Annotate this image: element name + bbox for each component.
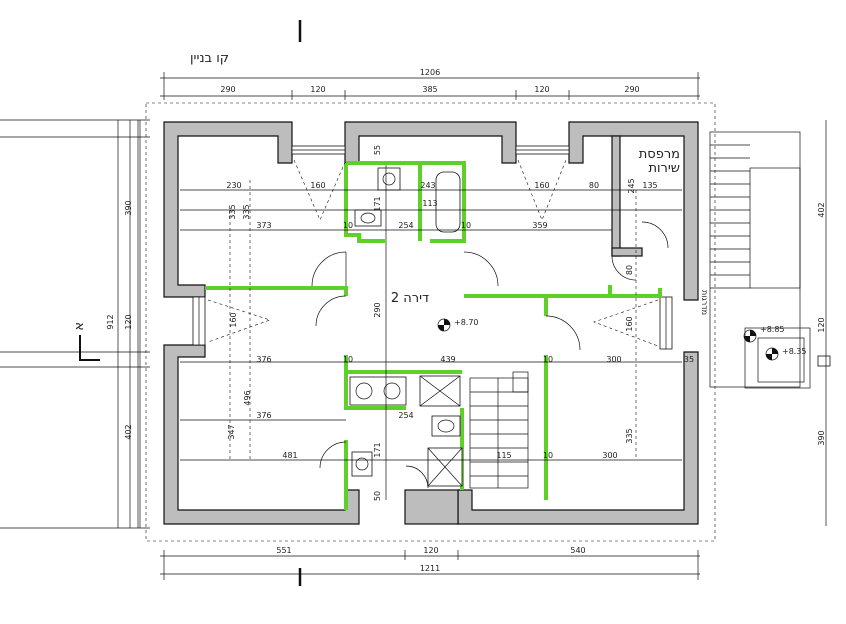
dim-300b: 300 [602,451,617,460]
dim-300a: 300 [606,355,621,364]
dim-10b: 10 [461,221,471,230]
dim-top-4: 120 [534,85,549,94]
dim-right-3: 390 [817,430,826,445]
dim-160b: 160 [534,181,549,190]
dim-55: 55 [373,145,382,155]
dim-bottom-3: 540 [570,546,585,555]
dim-113: 113 [422,199,437,208]
dimension-lines [117,72,827,580]
section-marker [79,20,302,586]
elevation-main: +8.70 [454,318,479,327]
dim-80a: 80 [589,181,599,190]
dim-bottom-total: 1211 [420,564,440,573]
stair-label: מדרגות [700,290,709,315]
dim-35: 35 [684,355,694,364]
elevation-markers [437,318,779,361]
doors [311,221,669,489]
dim-171b: 171 [373,442,382,457]
dim-right-2: 120 [817,317,826,332]
exterior-stairs [709,131,831,389]
dim-right-1: 402 [817,202,826,217]
elevation-b: +8.35 [782,347,807,356]
dim-439: 439 [440,355,455,364]
dim-160d: 160 [625,316,634,331]
dim-left-2: 120 [124,314,133,329]
dim-481: 481 [282,451,297,460]
dim-80b: 80 [625,265,634,275]
dim-335c: 335 [625,428,634,443]
measurement-lines [180,159,682,500]
dim-left-3: 402 [124,424,133,439]
dim-290: 290 [373,302,382,317]
dim-359: 359 [532,221,547,230]
dim-160a: 160 [310,181,325,190]
walls [163,121,699,525]
dim-bottom-2: 120 [423,546,438,555]
dim-left-1: 390 [124,200,133,215]
dim-10d: 10 [543,355,553,364]
interior-stairs [469,371,529,489]
dim-top-total: 1206 [420,68,440,77]
dim-10a: 10 [343,221,353,230]
windows [192,145,673,350]
dim-bottom-1: 551 [276,546,291,555]
dim-347: 347 [227,424,236,439]
dim-top-5: 290 [624,85,639,94]
apartment-label: דירה 2 [391,291,429,306]
dim-243: 243 [420,181,435,190]
building-line-outline [145,102,716,542]
dim-335a: 335 [228,204,237,219]
dim-496: 496 [243,390,252,405]
section-mark-label: א [72,322,87,331]
building-line-label: קו בניין [190,51,229,66]
dim-top-2: 120 [310,85,325,94]
dim-50: 50 [373,491,382,501]
dim-335b: 335 [242,204,251,219]
dim-10c: 10 [343,355,353,364]
dim-10e: 10 [543,451,553,460]
elevation-a: +8.85 [760,325,785,334]
dim-376b: 376 [256,411,271,420]
dim-115: 115 [496,451,511,460]
service-balcony-label-2: שירות [648,161,680,176]
dim-376a: 376 [256,355,271,364]
dim-top-3: 385 [422,85,437,94]
left-adjacent-structure [0,119,150,529]
fixtures [349,167,463,487]
dim-135: 135 [642,181,657,190]
dim-245: 245 [627,178,636,193]
dim-230: 230 [226,181,241,190]
dim-left-total: 912 [106,314,115,329]
dim-160c: 160 [229,312,238,327]
dim-171a: 171 [373,196,382,211]
dim-top-1: 290 [220,85,235,94]
dim-254b: 254 [398,411,413,420]
dim-373: 373 [256,221,271,230]
service-balcony-label-1: מרפסת [639,147,680,162]
dim-254a: 254 [398,221,413,230]
